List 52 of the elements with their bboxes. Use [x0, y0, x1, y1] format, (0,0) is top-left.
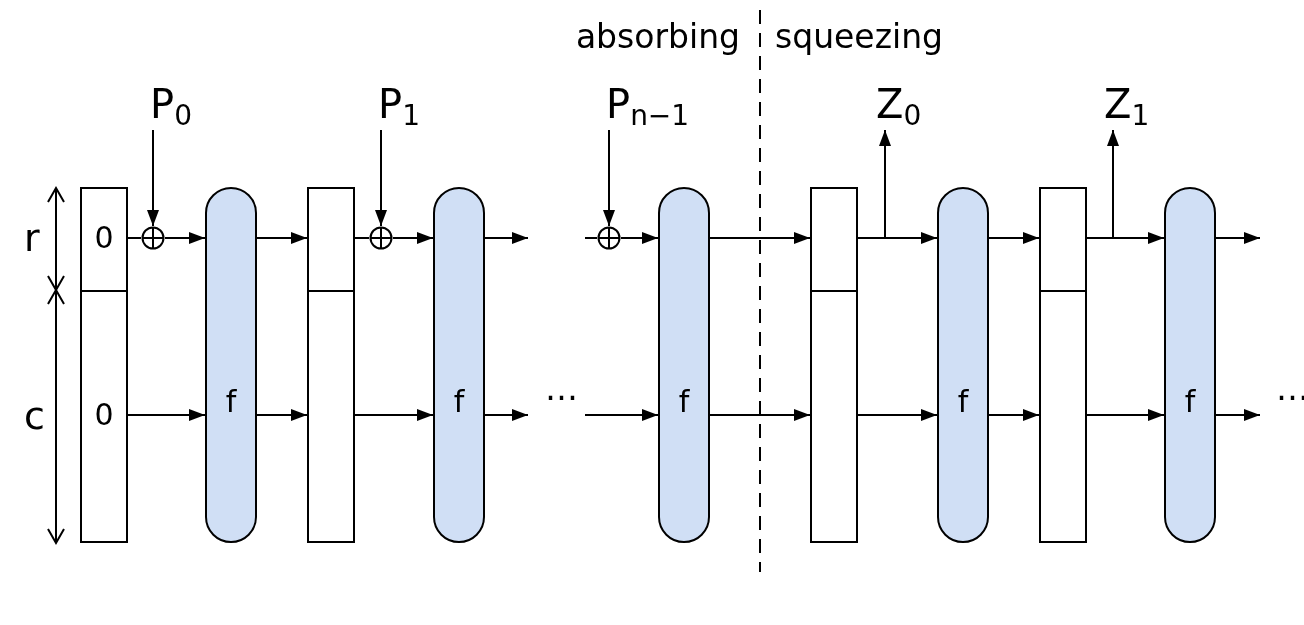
function-label: f [678, 387, 690, 417]
permutation-function [658, 187, 710, 543]
function-label: f [957, 387, 969, 417]
block-label: P$_{n−1}$ [606, 84, 690, 130]
arrow [256, 409, 308, 421]
arrow [603, 129, 615, 227]
arrow [1086, 409, 1165, 421]
state-block [810, 187, 858, 543]
arrow [1215, 409, 1261, 421]
arrow [709, 232, 811, 244]
permutation-function [937, 187, 989, 543]
arrow [857, 409, 938, 421]
state-value: 0 [94, 400, 114, 430]
arrow [484, 409, 529, 421]
arrow [709, 409, 811, 421]
arrow [147, 129, 159, 227]
arrow [988, 409, 1040, 421]
arrow [988, 232, 1040, 244]
arrow [392, 232, 434, 244]
dimension-label: r [24, 219, 40, 257]
ellipsis: … [545, 372, 578, 405]
arrow [375, 129, 387, 227]
section-label: squeezing [775, 20, 943, 53]
arrow [1215, 232, 1261, 244]
state-block [307, 187, 355, 543]
section-label: absorbing [575, 20, 740, 53]
block-label: Z$_{1}$ [1104, 84, 1150, 130]
block-label: Z$_{0}$ [876, 84, 922, 130]
arrow [857, 129, 891, 239]
arrow [164, 232, 206, 244]
permutation-function [205, 187, 257, 543]
arrow [1086, 129, 1119, 239]
arrow [620, 232, 659, 244]
block-label: P$_{1}$ [378, 84, 420, 130]
xor-symbol [141, 226, 165, 250]
state-value: 0 [94, 223, 114, 253]
arrow [256, 232, 308, 244]
arrow [354, 409, 434, 421]
function-label: f [225, 387, 237, 417]
function-label: f [1184, 387, 1196, 417]
arrow [584, 409, 659, 421]
state-block [1039, 187, 1087, 543]
xor-symbol [597, 226, 621, 250]
permutation-function [433, 187, 485, 543]
state-block [80, 187, 128, 543]
function-label: f [453, 387, 465, 417]
xor-symbol [369, 226, 393, 250]
permutation-function [1164, 187, 1216, 543]
arrow [127, 409, 206, 421]
dimension-label: c [24, 397, 45, 435]
block-label: P$_{0}$ [150, 84, 192, 130]
arrow [484, 232, 529, 244]
